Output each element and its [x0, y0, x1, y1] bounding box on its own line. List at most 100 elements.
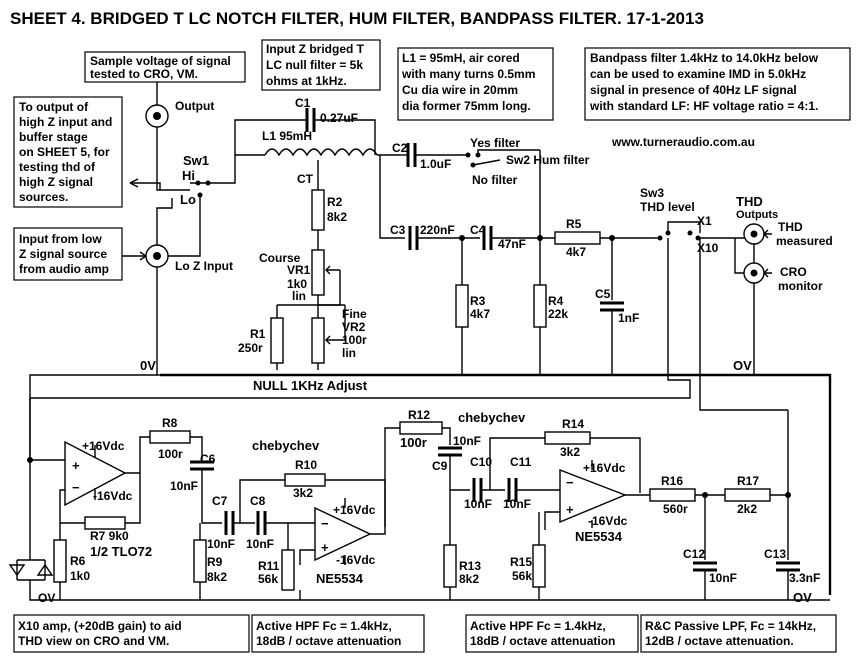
label-r8-val: 100r — [158, 447, 183, 461]
label-r14-val: 3k2 — [560, 445, 580, 459]
label-ov-a: OV — [38, 591, 55, 605]
svg-text:Input from low: Input from low — [19, 232, 102, 246]
label-r13: R13 — [459, 559, 481, 573]
label-r11-val: 56k — [258, 572, 278, 586]
label-r9: R9 — [207, 555, 223, 569]
label-r11: R11 — [258, 559, 280, 573]
resistor-r4 — [533, 284, 547, 328]
label-c6-val: 10nF — [170, 479, 198, 493]
svg-text:tested to CRO, VM.: tested to CRO, VM. — [90, 67, 198, 81]
label-cro-monitor-1: CRO — [780, 265, 807, 279]
label-l1: L1 95mH — [262, 129, 312, 143]
label-minus16-b: -16Vdc — [336, 553, 376, 567]
label-c1-val: 0.27uF — [320, 111, 358, 125]
label-c12-val: 10nF — [709, 571, 737, 585]
svg-text:testing thd of: testing thd of — [19, 160, 96, 174]
label-vr1-lin: lin — [292, 289, 306, 303]
label-course: Course — [259, 251, 301, 265]
pot-vr2 — [311, 317, 325, 364]
svg-text:12dB / octave attenuation.: 12dB / octave attenuation. — [645, 634, 794, 648]
resistor-r17 — [724, 488, 771, 502]
resistor-r11 — [281, 549, 295, 591]
label-c2-val: 1.0uF — [420, 157, 451, 171]
svg-text:signal in presence of 40Hz LF: signal in presence of 40Hz LF signal — [590, 83, 797, 97]
label-c1: C1 — [295, 96, 311, 110]
note-hpf2-text: Active HPF Fc = 1.4kHz, 18dB / octave at… — [470, 619, 615, 648]
website-url: www.turneraudio.com.au — [611, 135, 755, 149]
label-ne5534-a: NE5534 — [316, 571, 364, 586]
label-null-adjust: NULL 1KHz Adjust — [253, 378, 368, 393]
note-hpf1 — [251, 614, 425, 653]
inductor-l1 — [264, 148, 378, 157]
label-sw1: Sw1 — [183, 153, 209, 168]
label-loz-input: Lo Z Input — [175, 259, 233, 273]
output-jack — [145, 104, 169, 128]
note-l1 — [397, 47, 554, 121]
label-c10: C10 — [470, 455, 492, 469]
note-x10amp-text: X10 amp, (+20dB gain) to aid THD view on… — [18, 619, 182, 648]
label-vr2: VR2 — [342, 320, 366, 334]
note-to-output-text: To output of high Z input and buffer sta… — [19, 100, 112, 204]
svg-text:high Z signal: high Z signal — [19, 175, 93, 189]
note-bandpass — [584, 47, 851, 121]
label-c10-val: 10nF — [464, 497, 492, 511]
label-r12-val: 100r — [400, 435, 427, 450]
note-input-low — [13, 227, 123, 281]
label-r16: R16 — [661, 474, 683, 488]
label-c5: C5 — [595, 287, 611, 301]
note-input-z — [261, 39, 381, 91]
opamp-a-minus: − — [72, 480, 80, 495]
note-to-output — [13, 96, 123, 208]
label-x10: X10 — [697, 241, 719, 255]
input-jack — [145, 244, 169, 268]
resistor-r12 — [399, 421, 443, 435]
opamp-b-plus: + — [321, 540, 329, 555]
label-fine: Fine — [342, 307, 367, 321]
label-cro-monitor-2: monitor — [778, 279, 823, 293]
svg-text:Input Z bridged T: Input Z bridged T — [266, 42, 365, 56]
note-hpf2 — [465, 614, 639, 653]
svg-text:from audio amp: from audio amp — [19, 262, 109, 276]
resistor-r8 — [149, 430, 191, 444]
svg-text:X10 amp, (+20dB gain) to aid: X10 amp, (+20dB gain) to aid — [18, 619, 182, 633]
label-ov-b: OV — [793, 590, 812, 605]
label-r17-val: 2k2 — [737, 502, 757, 516]
label-r1-val: 250r — [238, 341, 263, 355]
label-r12: R12 — [408, 408, 430, 422]
resistor-r6 — [53, 539, 67, 583]
label-c13: C13 — [764, 547, 786, 561]
resistor-r1 — [270, 317, 284, 364]
label-outputs: Outputs — [736, 209, 778, 221]
label-r14: R14 — [562, 417, 584, 431]
label-vr2-val: 100r — [342, 333, 367, 347]
label-r2: R2 — [327, 195, 343, 209]
label-c9-val: 10nF — [453, 434, 481, 448]
label-tl072: 1/2 TLO72 — [90, 544, 152, 559]
label-plus16-c: +16Vdc — [583, 461, 626, 475]
svg-text:Sample voltage of signal: Sample voltage of signal — [90, 54, 231, 68]
label-r2-val: 8k2 — [327, 210, 347, 224]
label-c3-val: 220nF — [420, 223, 455, 237]
label-minus16-a: -16Vdc — [93, 489, 133, 503]
label-r8: R8 — [162, 416, 178, 430]
svg-text:To output of: To output of — [19, 100, 89, 114]
note-input-z-text: Input Z bridged T LC null filter = 5k oh… — [266, 42, 365, 88]
label-vr1-val: 1k0 — [287, 277, 307, 291]
label-r15: R15 — [510, 555, 532, 569]
label-chebychev2: chebychev — [458, 410, 526, 425]
svg-text:can be used to examine IMD in: can be used to examine IMD in 5.0kHz — [590, 67, 806, 81]
label-c2: C2 — [392, 141, 408, 155]
label-lo: Lo — [180, 192, 196, 207]
svg-text:18dB / octave attenuation: 18dB / octave attenuation — [256, 634, 401, 648]
svg-text:ohms at 1kHz.: ohms at 1kHz. — [266, 74, 347, 88]
svg-text:18dB / octave attenuation: 18dB / octave attenuation — [470, 634, 615, 648]
note-l1-text: L1 = 95mH, air cored with many turns 0.5… — [401, 51, 535, 113]
resistor-r3 — [455, 284, 469, 328]
label-sw2: Sw2 Hum filter — [506, 153, 590, 167]
label-c12: C12 — [683, 547, 705, 561]
svg-text:Active HPF Fc = 1.4kHz,: Active HPF Fc = 1.4kHz, — [470, 619, 606, 633]
svg-text:high Z input and: high Z input and — [19, 115, 112, 129]
svg-text:L1 = 95mH, air cored: L1 = 95mH, air cored — [402, 51, 520, 65]
note-bandpass-text: Bandpass filter 1.4kHz to 14.0kHz below … — [589, 51, 819, 113]
